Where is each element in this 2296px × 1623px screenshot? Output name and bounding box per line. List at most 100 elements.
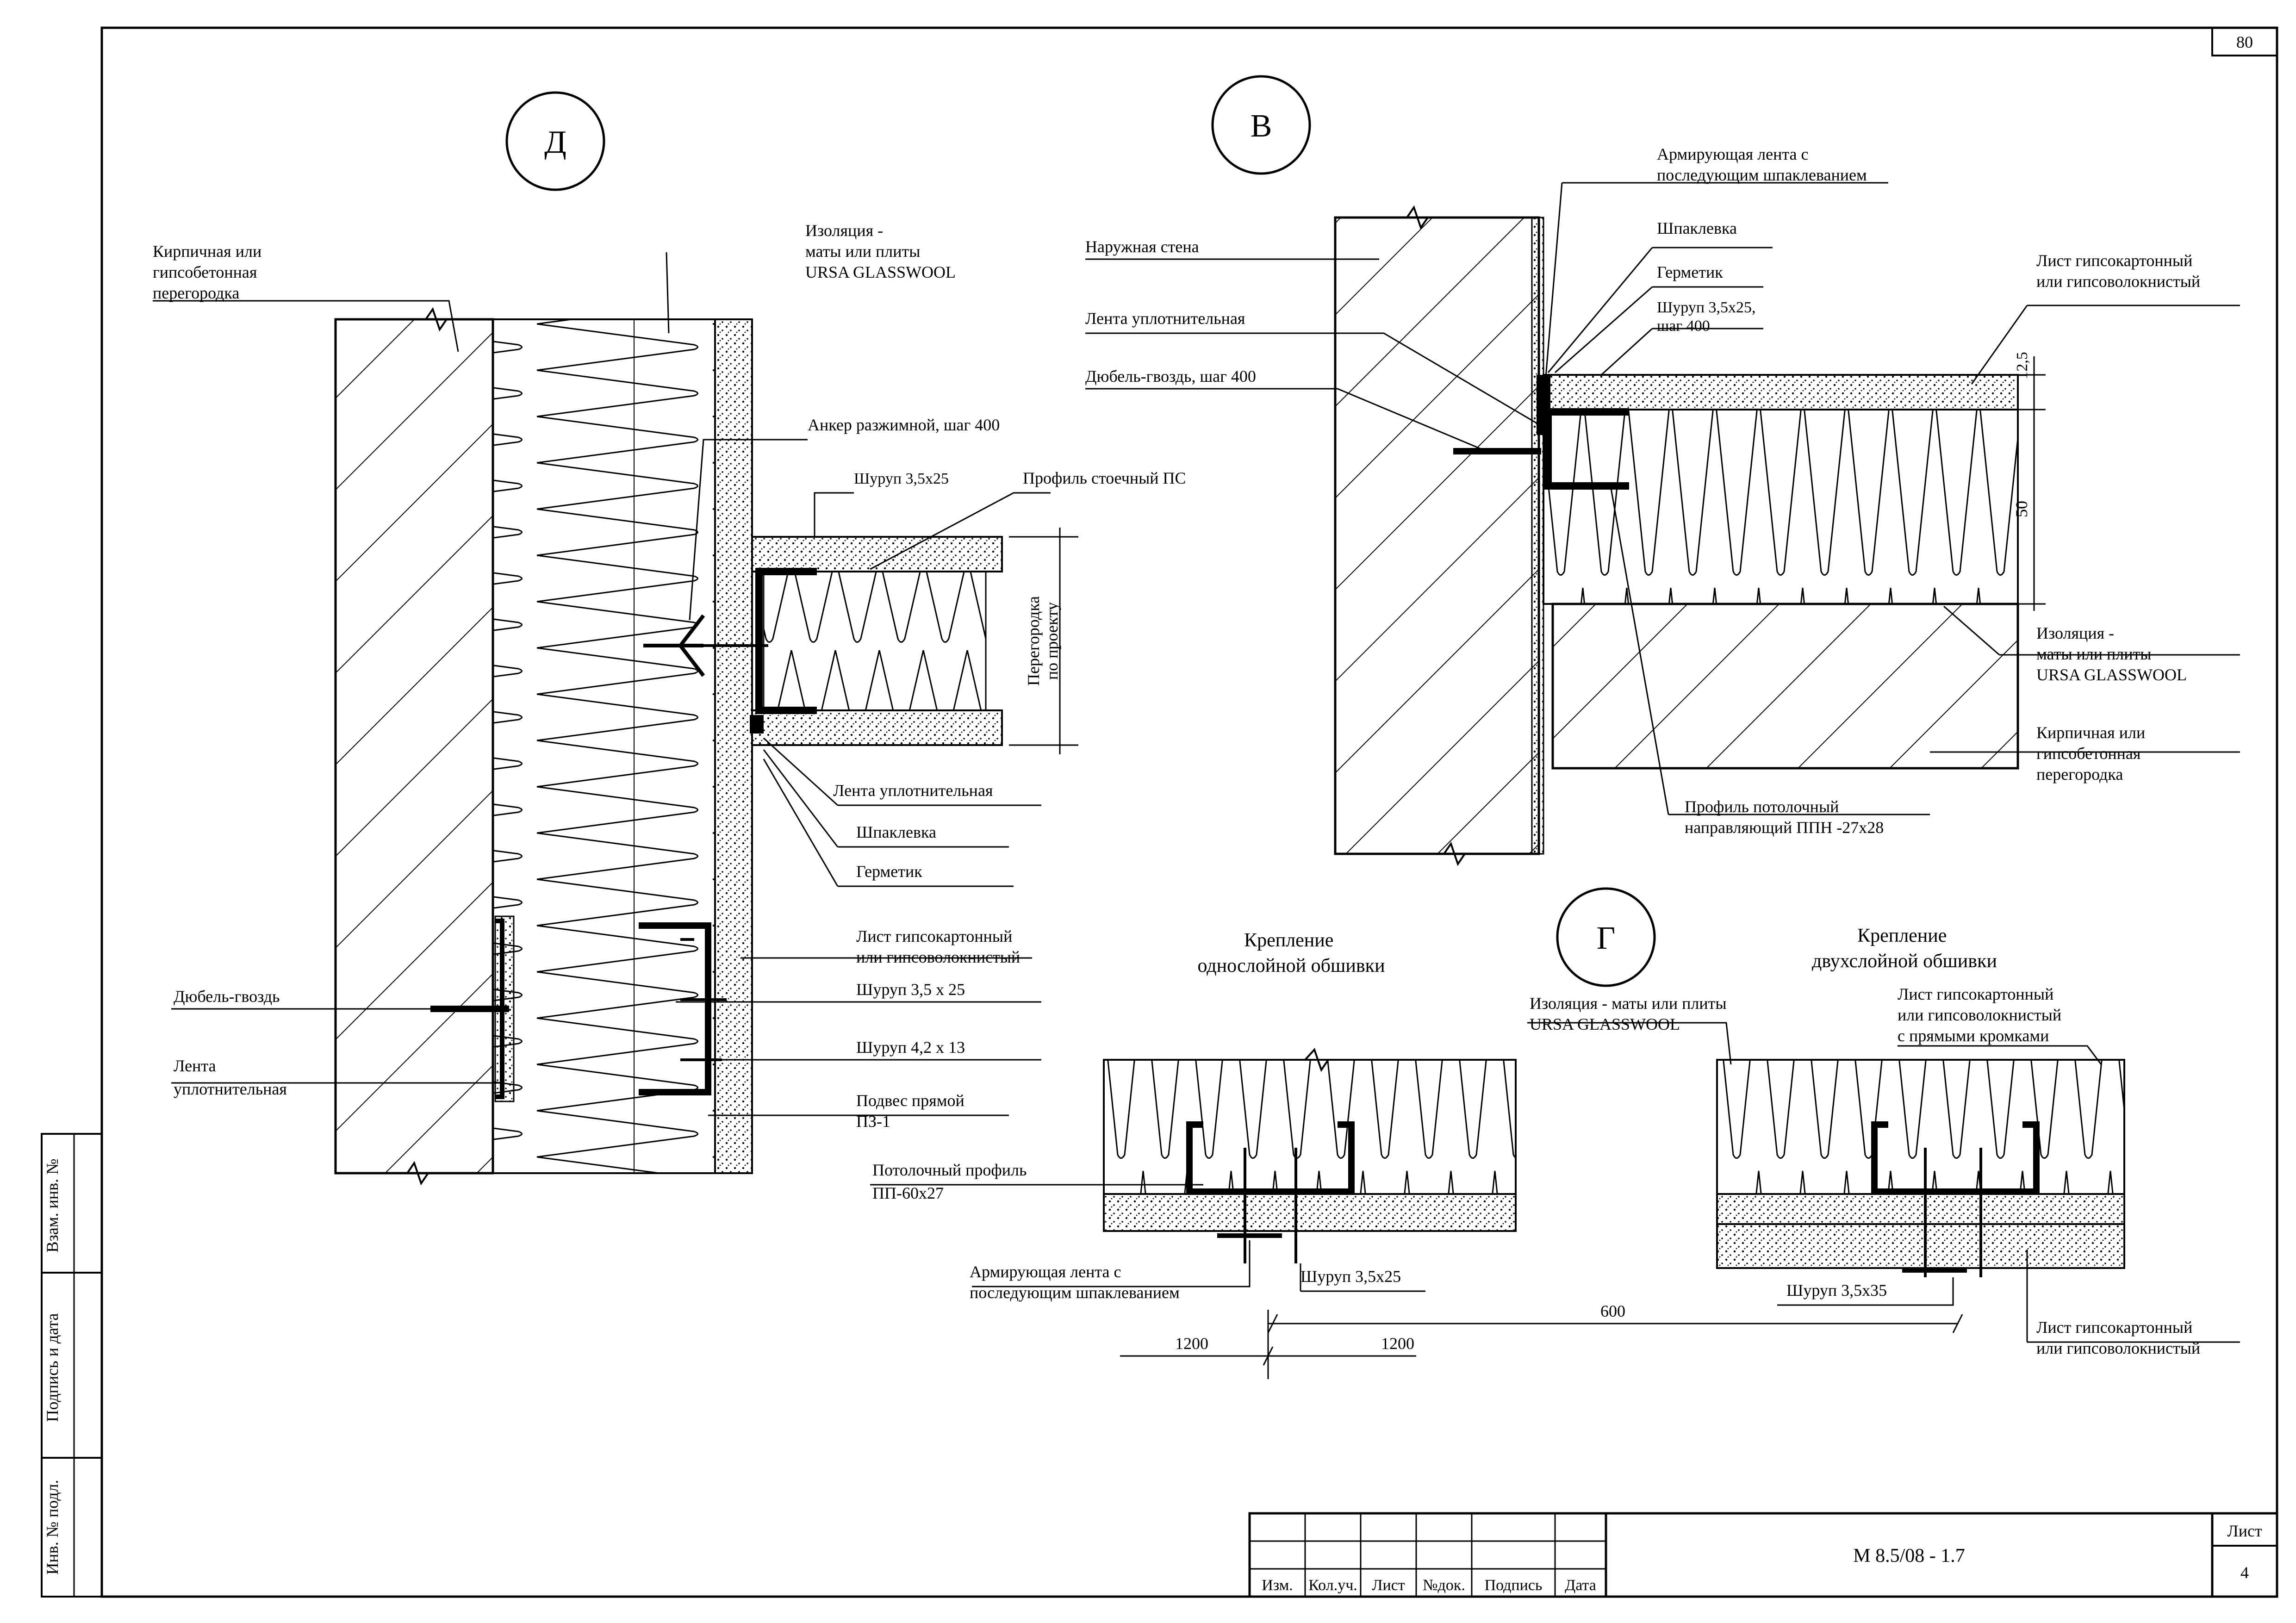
single-screw-label: Шуруп 3,5х25: [1300, 1267, 1401, 1286]
brick-partition-hatch: [1551, 603, 2019, 770]
label-tape-left-2: уплотнительная: [174, 1080, 287, 1098]
sheet-frame: 80: [100, 26, 2278, 1598]
label-brick-wall: Кирпичная или: [153, 242, 261, 261]
svg-text:Лист гипсокартонный или: Лист гипсокартонный или гипсоволокнистый: [2036, 1318, 2200, 1357]
double-title-2: двухслойной обшивки: [1812, 951, 1997, 972]
corner-number: 80: [2236, 33, 2253, 51]
svg-text:Подвес прямой ПЗ-1: Подвес прямой ПЗ-1: [856, 1091, 969, 1131]
stamp-header-date: Дата: [1565, 1577, 1596, 1594]
double-sheet-bottom-label-2: или гипсоволокнистый: [2036, 1339, 2200, 1357]
double-insulation: [1716, 1059, 2125, 1195]
stud-profile: [755, 568, 817, 714]
label-insulation: Изоляция -: [2036, 624, 2114, 642]
svg-text:Лист гипсокартонный или: Лист гипсокартонный или гипсоволокнистый: [2036, 251, 2200, 291]
single-profile-label-2: ПП-60х27: [872, 1184, 944, 1202]
svg-text:Лента уплотнительная: Лента уплотнительная: [174, 1057, 287, 1098]
label-partition-line2: по проекту: [1043, 602, 1061, 680]
single-insulation: [1103, 1059, 1517, 1195]
double-insulation-label: Изоляция - маты или плиты: [1530, 994, 1727, 1013]
anchor-icon: [643, 614, 705, 677]
svg-text:Изоляция - маты или плит: Изоляция - маты или плиты URSA GLASSWOOL: [2036, 624, 2187, 684]
label-gypsum-sheet: Лист гипсокартонный: [2036, 251, 2192, 270]
single-ceiling-profile: [1186, 1121, 1355, 1195]
insulation-wool: [492, 318, 716, 1174]
label-sealant: Герметик: [856, 862, 922, 881]
stamp-header-doc: №док.: [1423, 1577, 1465, 1594]
label-gypsum-sheet-2: или гипсоволокнистый: [2036, 272, 2200, 291]
label-gypsum-sheet-2: или гипсоволокнистый: [856, 948, 1020, 966]
double-insulation-label-2: URSA GLASSWOOL: [1530, 1015, 1680, 1033]
stamp-header-count: Кол.уч.: [1308, 1577, 1357, 1594]
label-screw-35-25: Шуруп 3,5 х 25: [856, 980, 965, 999]
label-brick-wall-2: гипсобетонная: [153, 263, 257, 281]
detail-g-marker: Г: [1597, 920, 1615, 956]
stamp-header-sheet: Лист: [1372, 1577, 1405, 1594]
label-profile-2: направляющий ППН -27х28: [1685, 818, 1884, 837]
svg-text:Крепление однослойной об: Крепление однослойной обшивки: [1197, 930, 1385, 976]
double-sheet-top-label-3: с прямыми кромками: [1898, 1026, 2049, 1045]
side-stamp: Взам. инв. № Подпись и дата Инв. № подл.: [41, 1133, 103, 1598]
title-block: Изм. Кол.уч. Лист №док. Подпись Дата М 8…: [1248, 1512, 2278, 1598]
side-field-replace: Взам. инв. №: [43, 1159, 62, 1253]
dim-side: 50: [2012, 501, 2031, 517]
detail-d-marker-circle: [505, 91, 605, 191]
label-dowel: Дюбель-гвоздь: [174, 987, 280, 1006]
detail-g-marker-circle: [1556, 887, 1656, 987]
label-screw-42-13: Шуруп 4,2 х 13: [856, 1038, 965, 1057]
label-profile: Профиль потолочный: [1685, 797, 1839, 816]
label-sealing-tape: Лента уплотнительная: [833, 781, 993, 800]
label-brick-wall-3: перегородка: [153, 284, 239, 302]
detail-v-marker: В: [1251, 108, 1272, 144]
single-tape-label-2: последующим шпаклеванием: [970, 1283, 1180, 1302]
svg-text:Крепление двухслойной об: Крепление двухслойной обшивки: [1812, 925, 1997, 972]
double-board-bottom: [1716, 1223, 2125, 1269]
partition-board-top: [751, 536, 1003, 572]
label-brick-3: перегородка: [2036, 765, 2123, 784]
single-profile-label: Потолочный профиль: [872, 1161, 1027, 1179]
double-sheet-top-label: Лист гипсокартонный: [1898, 985, 2053, 1003]
label-reinforce-tape: Армирующая лента с: [1657, 145, 1809, 163]
svg-text:Армирующая лента с после: Армирующая лента с последующим шпаклеван…: [1657, 145, 1867, 184]
detail-v-marker-circle: [1211, 75, 1311, 175]
label-insulation: Изоляция -: [805, 221, 883, 240]
label-tape: Лента уплотнительная: [1085, 309, 1245, 328]
double-board-top: [1716, 1193, 2125, 1225]
svg-text:Армирующая лента с после: Армирующая лента с последующим шпаклеван…: [970, 1262, 1180, 1302]
label-putty: Шпаклевка: [1657, 219, 1737, 237]
label-partition-line1: Перегородка: [1024, 596, 1043, 686]
svg-text:Профиль потолочный напра: Профиль потолочный направляющий ППН -27х…: [1685, 797, 1884, 837]
label-screw: Шуруп 3,5х25,: [1657, 299, 1756, 316]
label-dowel: Дюбель-гвоздь, шаг 400: [1085, 367, 1256, 386]
label-brick-2: гипсобетонная: [2036, 744, 2140, 763]
label-hanger-2: ПЗ-1: [856, 1112, 890, 1131]
ceiling-board: [1543, 374, 2019, 410]
label-screw-2: шаг 400: [1657, 317, 1710, 335]
detail-d: Д: [153, 91, 1186, 1186]
single-tape-label: Армирующая лента с: [970, 1262, 1121, 1281]
ceiling-guide-profile: [1544, 408, 1629, 490]
svg-text:Потолочный профиль ПП-60: Потолочный профиль ПП-60х27: [872, 1161, 1031, 1202]
svg-text:Кирпичная или гипсобетон: Кирпичная или гипсобетонная перегородка: [2036, 723, 2149, 784]
dim-1200-left: 1200: [1175, 1334, 1208, 1353]
outer-wall-hatch: [1334, 216, 1540, 855]
label-sealant: Герметик: [1657, 263, 1723, 281]
double-screw-label: Шуруп 3,5х35: [1786, 1281, 1887, 1300]
gypsum-board: [714, 318, 753, 1174]
svg-text:Изоляция - маты или плиты: Изоляция - маты или плиты URSA GLASSWOOL: [1530, 994, 1731, 1033]
single-title: Крепление: [1244, 930, 1333, 951]
label-brick: Кирпичная или: [2036, 723, 2145, 742]
svg-text:Изоляция - маты или плит: Изоляция - маты или плиты URSA GLASSWOOL: [805, 221, 956, 281]
label-gypsum-sheet: Лист гипсокартонный: [856, 927, 1012, 945]
double-sheet-top-label-2: или гипсоволокнистый: [1898, 1006, 2061, 1024]
svg-text:Лист гипсокартонный или: Лист гипсокартонный или гипсоволокнистый…: [1898, 985, 2066, 1045]
label-putty: Шпаклевка: [856, 823, 936, 841]
dim-1200-right: 1200: [1381, 1334, 1414, 1353]
double-title: Крепление: [1857, 925, 1947, 946]
partition-board-bottom: [751, 709, 1003, 746]
sheet-number: 4: [2240, 1563, 2249, 1582]
single-title-2: однослойной обшивки: [1197, 955, 1385, 976]
drawing-code: М 8.5/08 - 1.7: [1853, 1545, 1965, 1567]
side-field-signature: Подпись и дата: [43, 1313, 62, 1422]
